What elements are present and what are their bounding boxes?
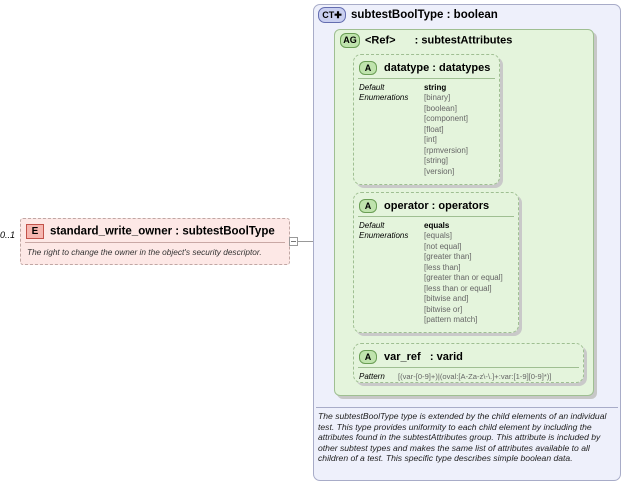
enumeration-value: [bitwise and] [424,294,469,303]
pattern-value: [(var-[0-9]+)|(oval:[A-Za-z\-\.]+:var:[1… [398,372,552,381]
enumeration-value: [int] [424,135,437,144]
collapse-toggle[interactable] [289,237,298,246]
plus-icon: ✚ [334,10,342,20]
enumeration-value: [less than or equal] [424,283,492,293]
element-documentation: The right to change the owner in the obj… [27,247,262,257]
enumeration-value: [not equal] [424,241,462,251]
default-value: equals [424,221,450,230]
attribute-separator: : [428,199,439,212]
enumeration-value: [boolean] [424,103,457,113]
attribute-type: varid [436,350,463,363]
attribute-name: operator [384,199,429,212]
complex-type-divider [316,407,618,408]
attribute-divider [358,367,579,368]
attribute-separator: : [429,61,440,74]
complex-type-separator: : [443,9,454,22]
enumeration-value: [bitwise or] [424,304,463,314]
element-type: subtestBoolType [182,225,275,238]
enumeration-value: [string] [424,156,449,165]
complex-type-base: boolean [453,9,498,22]
complex-type-header: CT✚ subtestBoolType : boolean [318,7,498,23]
element-divider [25,242,285,243]
default-label: Default [359,83,385,92]
complex-type-documentation: The subtestBoolType type is extended by … [318,411,607,464]
enumeration-value: [binary] [424,93,451,102]
attribute-group-ref: <Ref> [365,34,396,47]
element-badge: E [26,224,44,239]
default-value: string [424,83,447,92]
enumeration-value: [component] [424,114,469,123]
enumeration-value: [greater than or equal] [424,273,503,282]
default-label: Default [359,221,385,230]
enumeration-value: [float] [424,124,444,134]
complex-type-name: subtestBoolType [351,9,444,22]
attribute-badge: A [359,199,377,213]
attribute-name: var_ref [384,350,421,363]
attribute-separator: : [420,350,437,363]
enumeration-value: [rpmversion] [424,145,469,155]
pattern-label: Pattern [359,372,385,381]
enumeration-value: [pattern match] [424,315,478,324]
attribute-badge: A [359,350,377,364]
complex-type-badge-text: CT [322,10,335,20]
attribute-type: operators [438,199,490,212]
enumeration-value: [version] [424,166,455,176]
attribute-group-separator: : [411,34,422,47]
element-name: standard_write_owner [50,225,173,238]
enumeration-value: [equals] [424,231,453,240]
attribute-name: datatype [384,61,430,74]
attribute-divider [358,78,495,79]
attribute-badge: A [359,61,377,75]
element-separator: : [172,225,183,238]
enumerations-label: Enumerations [359,231,409,240]
attribute-group-name: subtestAttributes [421,34,513,47]
complex-type-badge: CT✚ [318,7,346,23]
attribute-group-badge: AG [340,33,360,48]
attribute-group-header: AG <Ref> : subtestAttributes [340,33,512,48]
occurrence-label: 0..1 [0,230,16,240]
attribute-type: datatypes [439,61,491,74]
enumeration-value: [greater than] [424,252,472,261]
enumeration-value: [less than] [424,262,461,272]
enumerations-label: Enumerations [359,93,409,102]
attribute-divider [358,216,514,217]
